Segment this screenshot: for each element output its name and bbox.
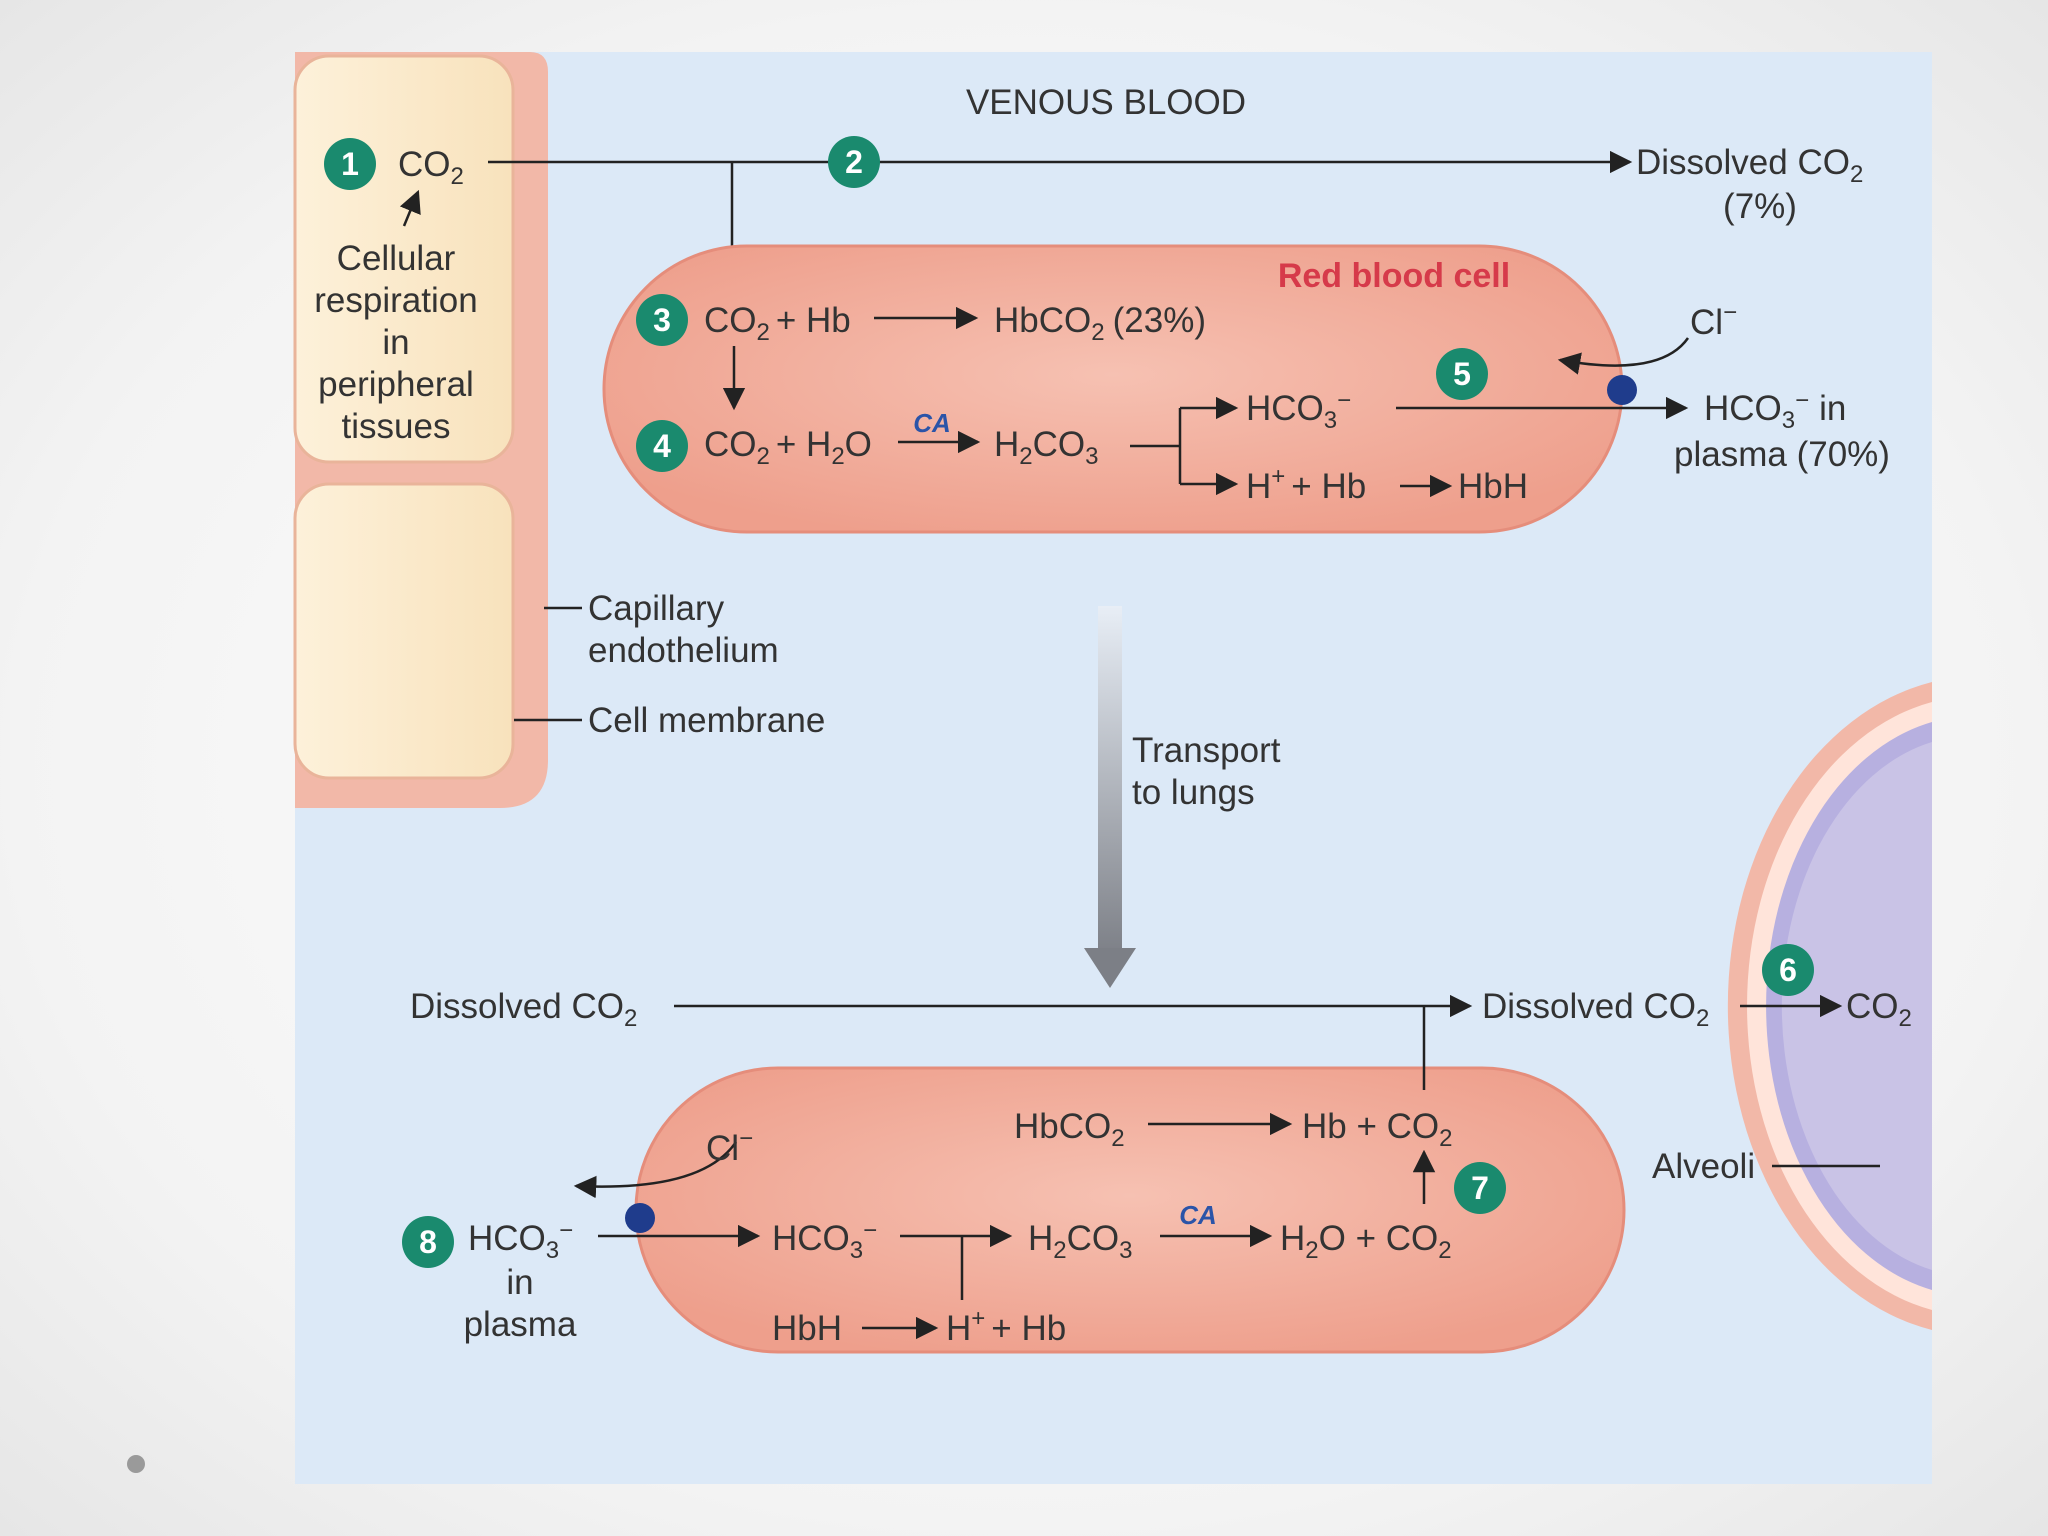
h-plus-hb-top: H++ Hb	[1246, 463, 1366, 506]
step-1-number: 1	[341, 146, 359, 182]
dissolved-co2-bottom-left: Dissolved CO2	[410, 987, 637, 1032]
svg-text:5: 5	[1453, 356, 1471, 392]
cell-membrane-label: Cell membrane	[588, 701, 825, 740]
dissolved-co2-bottom-right: Dissolved CO2	[1482, 987, 1709, 1032]
svg-text:peripheral: peripheral	[318, 365, 474, 404]
hbco2-bottom: HbCO2	[1014, 1107, 1125, 1152]
svg-text:endothelium: endothelium	[588, 631, 779, 670]
hco3-in-plasma-bottom: HCO3−	[468, 1217, 573, 1264]
step-5-badge	[1436, 348, 1488, 400]
step-3-badge	[636, 294, 688, 346]
dissolved-co2-top: Dissolved CO2	[1636, 143, 1863, 188]
dissolved-pct: (7%)	[1723, 187, 1797, 226]
h2o-plus-co2-bottom: H2O + CO2	[1280, 1219, 1452, 1264]
svg-text:6: 6	[1779, 952, 1797, 988]
transport-arrow	[1084, 606, 1136, 988]
slide-bullet	[127, 1455, 145, 1473]
cellular-respiration-label: Cellular respiration in peripheral tissu…	[314, 239, 477, 446]
hbh-top: HbH	[1458, 467, 1528, 506]
step-8-badge	[402, 1216, 454, 1268]
h2co3-top: H2CO3	[994, 425, 1099, 470]
svg-text:3: 3	[653, 302, 671, 338]
hco3-in-plasma-top: HCO3−in	[1704, 387, 1846, 434]
svg-text:plasma: plasma	[464, 1305, 577, 1344]
svg-text:4: 4	[653, 428, 671, 464]
chloride-bicarbonate-exchanger-top	[1607, 375, 1637, 405]
chloride-bicarbonate-exchanger-bottom	[625, 1203, 655, 1233]
svg-text:8: 8	[419, 1224, 437, 1260]
capillary-endothelium-label: Capillary	[588, 589, 725, 628]
step-2-badge	[828, 136, 880, 188]
svg-text:Cellular: Cellular	[337, 239, 456, 278]
h2co3-bottom: H2CO3	[1028, 1219, 1133, 1264]
h-plus-hb-bottom: H++ Hb	[946, 1305, 1066, 1348]
hb-plus-co2-bottom: Hb + CO2	[1302, 1107, 1453, 1152]
svg-text:7: 7	[1471, 1170, 1489, 1206]
step-1-badge	[324, 138, 376, 190]
svg-text:2: 2	[845, 144, 863, 180]
transport-label: Transport	[1132, 731, 1281, 770]
hbh-bottom: HbH	[772, 1309, 842, 1348]
chloride-bottom: Cl−	[706, 1125, 753, 1168]
tissue-co2: CO2	[398, 145, 464, 190]
carbonic-anhydrase-top: CA	[913, 408, 951, 438]
step-7-badge	[1454, 1162, 1506, 1214]
step-6-badge	[1762, 944, 1814, 996]
svg-text:to lungs: to lungs	[1132, 773, 1255, 812]
red-blood-cell-label: Red blood cell	[1278, 257, 1510, 295]
alveoli-label: Alveoli	[1652, 1147, 1755, 1186]
plasma-pct: plasma (70%)	[1674, 435, 1890, 474]
carbonic-anhydrase-bottom: CA	[1179, 1200, 1217, 1230]
hco3-top: HCO3−	[1246, 387, 1351, 434]
svg-text:tissues: tissues	[342, 407, 451, 446]
reaction-3-product: HbCO2(23%)	[994, 301, 1206, 346]
svg-text:in: in	[382, 323, 409, 362]
svg-text:respiration: respiration	[314, 281, 477, 320]
svg-text:in: in	[506, 1263, 533, 1302]
chloride-top: Cl−	[1690, 299, 1737, 342]
hco3-bottom: HCO3−	[772, 1217, 877, 1264]
reaction-4-reactants: CO2+ H2O	[704, 425, 872, 470]
venous-blood-title: VENOUS BLOOD	[966, 83, 1246, 122]
step-4-badge	[636, 420, 688, 472]
co2-to-alveoli: CO2	[1846, 987, 1912, 1032]
reaction-3-reactants: CO2+ Hb	[704, 301, 851, 346]
